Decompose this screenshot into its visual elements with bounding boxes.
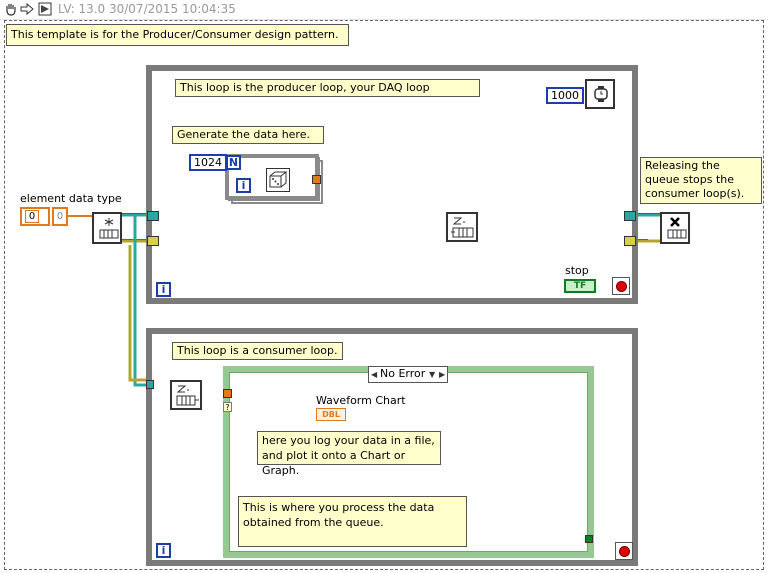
obtain-queue-icon	[99, 217, 119, 244]
error-output-tunnel	[624, 236, 636, 246]
release-queue-icon	[666, 216, 688, 245]
case-selector[interactable]: ◀ No Error ▼ ▶	[368, 366, 448, 383]
process-data-note: This is where you process the data obtai…	[238, 496, 467, 547]
stop-label: stop	[565, 264, 589, 277]
version-timestamp: LV: 13.0 30/07/2015 10:04:35	[58, 2, 236, 16]
consumer-loop-note: This loop is a consumer loop.	[172, 342, 343, 360]
random-number-node[interactable]	[266, 168, 290, 192]
diagram-frame	[4, 20, 764, 570]
dequeue-element-node[interactable]	[170, 380, 202, 410]
hand-icon[interactable]	[4, 2, 18, 19]
waveform-chart-label: Waveform Chart	[316, 394, 406, 407]
for-iteration-terminal: i	[236, 178, 251, 193]
enqueue-icon	[451, 216, 475, 243]
for-count-terminal[interactable]: N	[226, 155, 241, 170]
case-decrement[interactable]: ◀	[371, 370, 378, 379]
array-index[interactable]: 0	[25, 210, 39, 223]
element-data-type-label: element data type	[20, 192, 122, 205]
generate-data-note: Generate the data here.	[172, 126, 324, 144]
consumer-queue-tunnel	[146, 380, 154, 389]
error-input-tunnel	[147, 236, 159, 246]
element-value[interactable]: 0	[52, 207, 68, 226]
toolbar: LV: 13.0 30/07/2015 10:04:35	[0, 0, 768, 20]
case-stop-tunnel	[585, 535, 593, 543]
template-note: This template is for the Producer/Consum…	[6, 24, 349, 46]
consumer-stop-terminal[interactable]	[615, 542, 633, 560]
case-increment[interactable]: ▶	[439, 370, 446, 379]
case-selector-label: No Error	[380, 367, 426, 380]
case-menu[interactable]: ▼	[429, 370, 436, 379]
producer-iteration-terminal: i	[156, 282, 171, 297]
enqueue-element-node[interactable]	[446, 212, 478, 242]
wait-ms-node[interactable]	[585, 79, 615, 109]
waveform-chart-terminal[interactable]: DBL	[316, 408, 346, 421]
producer-stop-terminal[interactable]	[612, 277, 630, 295]
release-queue-node[interactable]	[660, 212, 690, 244]
element-array-constant[interactable]: 0	[20, 207, 50, 226]
log-data-note: here you log your data in a file, and pl…	[257, 431, 441, 477]
producer-loop-note: This loop is the producer loop, your DAQ…	[175, 79, 480, 97]
arrow-icon[interactable]	[20, 2, 34, 19]
queue-input-tunnel	[147, 211, 159, 221]
stop-boolean-control[interactable]: TF	[564, 279, 596, 293]
case-selector-terminal: ?	[223, 402, 232, 412]
run-icon[interactable]	[38, 2, 52, 19]
obtain-queue-node[interactable]	[92, 212, 122, 244]
consumer-iteration-terminal: i	[156, 543, 171, 558]
dequeue-icon	[175, 384, 199, 411]
case-data-tunnel	[223, 389, 232, 398]
dice-icon	[269, 171, 288, 192]
for-count-constant[interactable]: 1024	[189, 154, 227, 171]
queue-output-tunnel	[624, 211, 636, 221]
watch-icon	[593, 86, 609, 105]
for-output-tunnel	[312, 175, 321, 184]
wait-ms-constant[interactable]: 1000	[546, 87, 584, 104]
release-queue-note: Releasing the queue stops the consumer l…	[640, 157, 762, 204]
